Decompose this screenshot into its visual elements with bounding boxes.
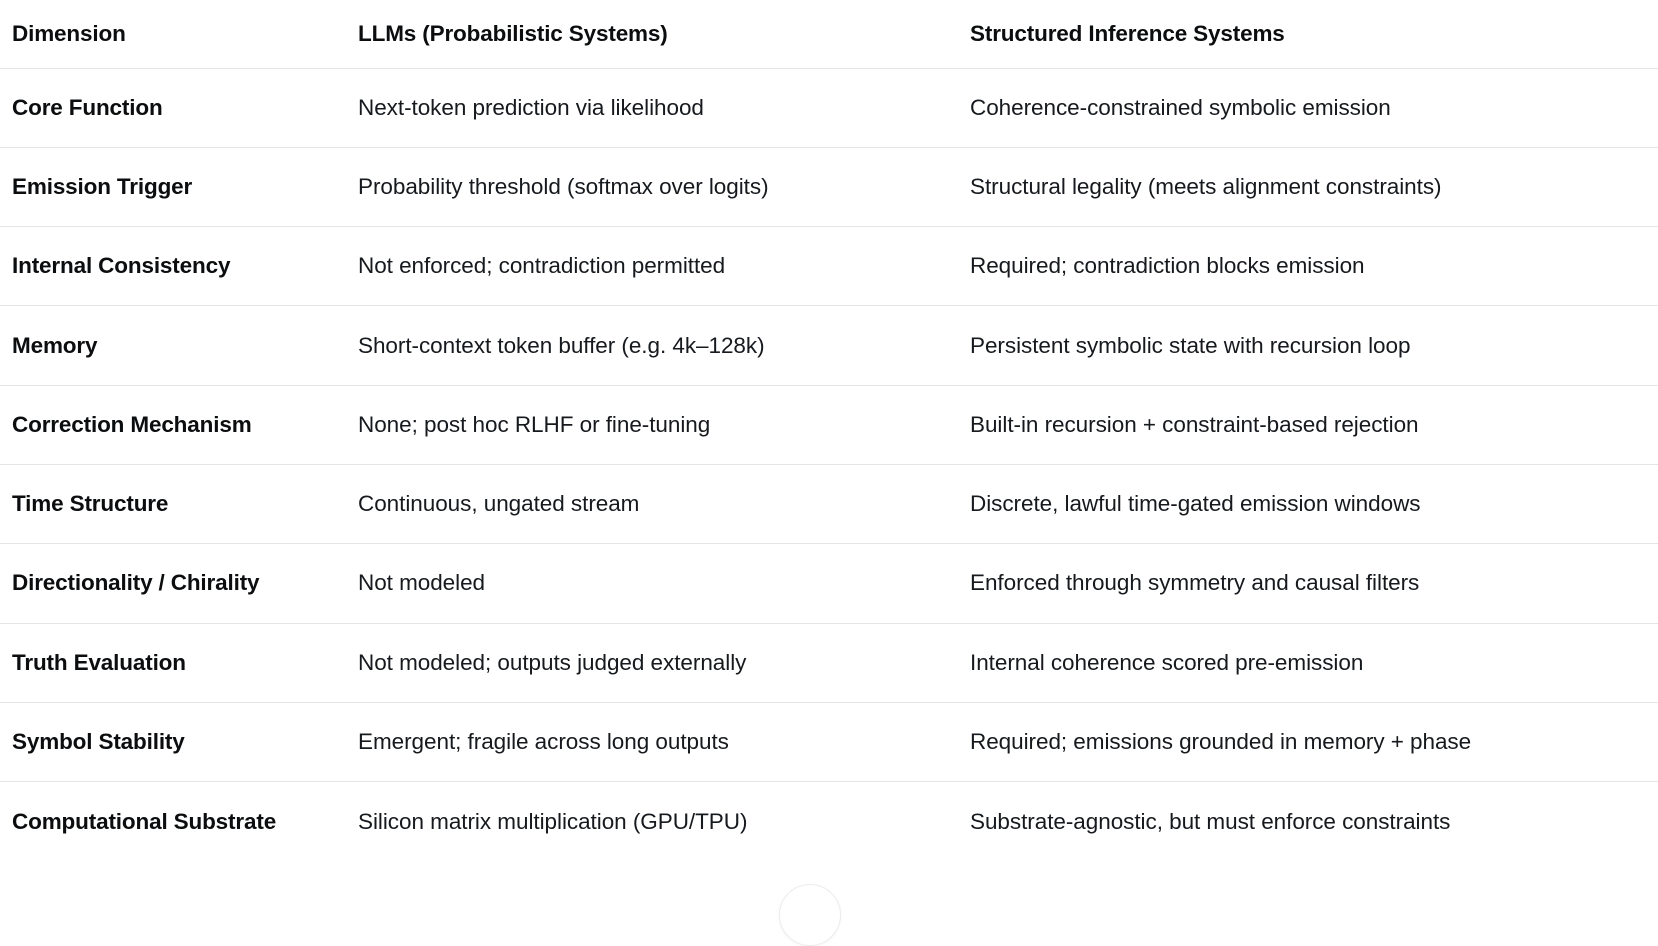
cell-llm: Emergent; fragile across long outputs [358, 701, 970, 782]
cell-dimension-text: Truth Evaluation [12, 649, 186, 675]
column-header-structured-inference-label: Structured Inference Systems [970, 20, 1285, 46]
cell-structured: Required; contradiction blocks emission [970, 226, 1658, 306]
scroll-to-top-circle-button[interactable] [779, 884, 841, 946]
cell-llm: Not enforced; contradiction permitted [358, 226, 970, 306]
cell-structured: Coherence-constrained symbolic emission [970, 67, 1658, 148]
cell-llm-text: None; post hoc RLHF or fine-tuning [358, 411, 711, 437]
cell-dimension-text: Emission Trigger [12, 173, 193, 199]
cell-llm-text: Not modeled; outputs judged externally [358, 649, 747, 675]
cell-structured: Required; emissions grounded in memory +… [970, 701, 1658, 782]
cell-llm-text: Short-context token buffer (e.g. 4k–128k… [358, 332, 765, 358]
cell-llm: None; post hoc RLHF or fine-tuning [358, 384, 970, 465]
table-header-row: Dimension LLMs (Probabilistic Systems) S… [0, 0, 1658, 68]
cell-llm: Next-token prediction via likelihood [358, 67, 970, 148]
cell-structured: Enforced through symmetry and causal fil… [970, 543, 1658, 624]
cell-llm: Probability threshold (softmax over logi… [358, 146, 970, 227]
cell-structured: Structural legality (meets alignment con… [970, 146, 1658, 227]
cell-dimension-text: Computational Substrate [12, 808, 277, 834]
cell-dimension: Directionality / Chirality [0, 543, 358, 624]
column-header-structured-inference: Structured Inference Systems [970, 0, 1658, 68]
cell-llm: Not modeled [358, 543, 970, 624]
cell-dimension-text: Memory [12, 332, 98, 358]
cell-dimension-text: Internal Consistency [12, 253, 231, 279]
cell-dimension: Time Structure [0, 463, 358, 544]
cell-structured-text: Structural legality (meets alignment con… [970, 173, 1442, 199]
cell-structured: Discrete, lawful time-gated emission win… [970, 463, 1658, 544]
table-row: Internal Consistency Not enforced; contra… [0, 226, 1658, 306]
cell-structured-text: Required; contradiction blocks emission [970, 253, 1365, 279]
cell-dimension-text: Time Structure [12, 491, 169, 517]
table-row: Correction Mechanism None; post hoc RLHF … [0, 384, 1658, 465]
cell-llm: Silicon matrix multiplication (GPU/TPU) [358, 781, 970, 861]
cell-structured-text: Coherence-constrained symbolic emission [970, 94, 1391, 120]
table-row: Symbol Stability Emergent; fragile across… [0, 701, 1658, 782]
table-row: Core Function Next-token prediction via l… [0, 67, 1658, 148]
cell-dimension-text: Directionality / Chirality [12, 570, 260, 596]
cell-llm-text: Not modeled [358, 570, 486, 596]
cell-structured-text: Discrete, lawful time-gated emission win… [970, 491, 1421, 517]
cell-dimension: Truth Evaluation [0, 622, 358, 703]
cell-llm: Continuous, ungated stream [358, 463, 970, 544]
cell-dimension: Core Function [0, 67, 358, 148]
table-row: Computational Substrate Silicon matrix mu… [0, 781, 1658, 861]
table-row: Directionality / Chirality Not modeled Enf… [0, 543, 1658, 624]
cell-structured: Substrate-agnostic, but must enforce con… [970, 781, 1658, 861]
cell-structured-text: Substrate-agnostic, but must enforce con… [970, 808, 1451, 834]
cell-llm-text: Emergent; fragile across long outputs [358, 729, 729, 755]
cell-structured-text: Internal coherence scored pre-emission [970, 649, 1364, 675]
column-header-dimension-label: Dimension [12, 20, 126, 46]
cell-dimension: Emission Trigger [0, 146, 358, 227]
cell-structured: Persistent symbolic state with recursion… [970, 305, 1658, 386]
cell-llm: Short-context token buffer (e.g. 4k–128k… [358, 305, 970, 386]
cell-dimension-text: Symbol Stability [12, 729, 185, 755]
cell-dimension: Internal Consistency [0, 226, 358, 306]
cell-dimension: Computational Substrate [0, 781, 358, 861]
cell-llm: Not modeled; outputs judged externally [358, 622, 970, 703]
table-row: Truth Evaluation Not modeled; outputs jud… [0, 622, 1658, 703]
cell-dimension-text: Correction Mechanism [12, 411, 252, 437]
cell-llm-text: Next-token prediction via likelihood [358, 94, 704, 120]
cell-llm-text: Probability threshold (softmax over logi… [358, 173, 769, 199]
cell-structured-text: Built-in recursion + constraint-based re… [970, 411, 1419, 437]
cell-dimension-text: Core Function [12, 94, 163, 120]
cell-dimension: Memory [0, 305, 358, 386]
cell-structured-text: Required; emissions grounded in memory +… [970, 729, 1472, 755]
cell-llm-text: Continuous, ungated stream [358, 491, 640, 517]
table-row: Time Structure Continuous, ungated stream… [0, 463, 1658, 544]
cell-structured-text: Enforced through symmetry and causal fil… [970, 570, 1420, 596]
cell-dimension: Symbol Stability [0, 701, 358, 782]
column-header-llms-label: LLMs (Probabilistic Systems) [358, 20, 668, 46]
cell-structured: Internal coherence scored pre-emission [970, 622, 1658, 703]
table-row: Memory Short-context token buffer (e.g. 4… [0, 305, 1658, 386]
cell-llm-text: Not enforced; contradiction permitted [358, 253, 726, 279]
comparison-table: Dimension LLMs (Probabilistic Systems) S… [0, 0, 1658, 861]
table-body: Core Function Next-token prediction via l… [0, 67, 1658, 861]
column-header-dimension: Dimension [0, 0, 358, 68]
cell-structured-text: Persistent symbolic state with recursion… [970, 332, 1411, 358]
cell-structured: Built-in recursion + constraint-based re… [970, 384, 1658, 465]
column-header-llms: LLMs (Probabilistic Systems) [358, 0, 970, 68]
cell-dimension: Correction Mechanism [0, 384, 358, 465]
table-row: Emission Trigger Probability threshold (s… [0, 146, 1658, 227]
table-header: Dimension LLMs (Probabilistic Systems) S… [0, 0, 1658, 68]
cell-llm-text: Silicon matrix multiplication (GPU/TPU) [358, 808, 748, 834]
